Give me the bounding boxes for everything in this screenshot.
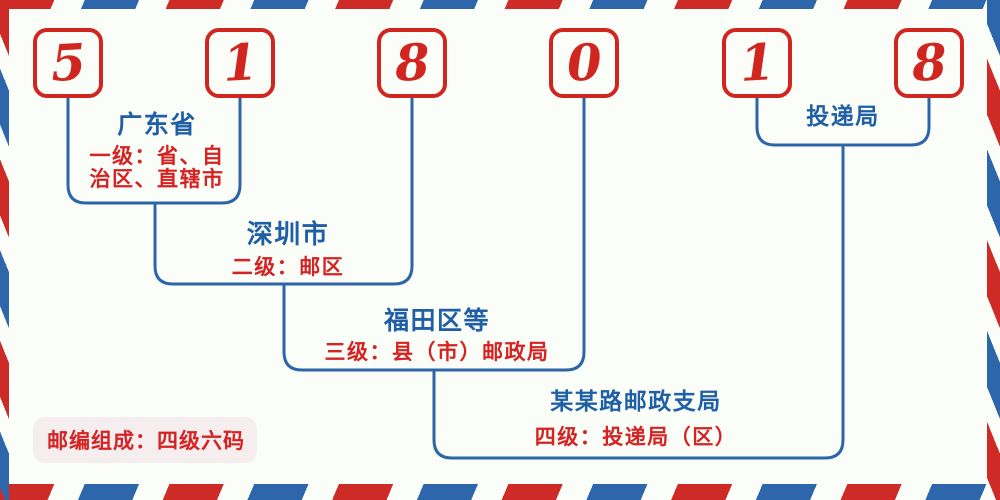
level4-meaning: 四级：投递局（区）: [534, 425, 738, 450]
level2-meaning: 二级：邮区: [231, 254, 345, 279]
envelope-border-top: [0, 0, 1000, 9]
postal-digit-1: 5: [49, 32, 87, 93]
level2-label-group: 深圳市 二级：邮区: [231, 220, 345, 279]
envelope-border-left: [0, 0, 9, 500]
level2-name: 深圳市: [246, 220, 330, 250]
delivery-office-label-group: 投递局: [806, 104, 880, 130]
postal-digit-box-5: 1: [722, 28, 792, 98]
level1-meaning: 一级：省、自治区、直辖市: [89, 143, 225, 192]
envelope-border-bottom: [0, 484, 1000, 500]
postal-digit-box-3: 8: [377, 28, 447, 98]
postal-digit-box-1: 5: [33, 28, 103, 98]
composition-note-box: 邮编组成：四级六码: [33, 417, 257, 463]
level3-name: 福田区等: [383, 306, 490, 335]
postal-digit-box-4: 0: [549, 28, 619, 98]
delivery-office-name: 投递局: [806, 104, 880, 130]
level3-meaning: 三级：县（市）邮政局: [324, 339, 550, 364]
level4-name: 某某路邮政支局: [550, 389, 722, 415]
postal-digit-4: 0: [565, 32, 603, 93]
level3-label-group: 福田区等 三级：县（市）邮政局: [324, 306, 550, 364]
postal-digit-2: 1: [221, 32, 259, 93]
envelope-border-right: [987, 0, 1000, 500]
level1-name: 广东省: [117, 110, 197, 139]
level1-label-group: 广东省 一级：省、自治区、直辖市: [86, 110, 228, 192]
postal-digit-box-2: 1: [205, 28, 275, 98]
postal-digit-box-6: 8: [894, 28, 964, 98]
postal-digit-6: 8: [910, 32, 948, 93]
postal-digit-5: 1: [738, 32, 776, 93]
composition-note: 邮编组成：四级六码: [47, 429, 245, 453]
level4-label-group: 某某路邮政支局 四级：投递局（区）: [535, 389, 738, 450]
postal-digit-3: 8: [393, 32, 431, 93]
